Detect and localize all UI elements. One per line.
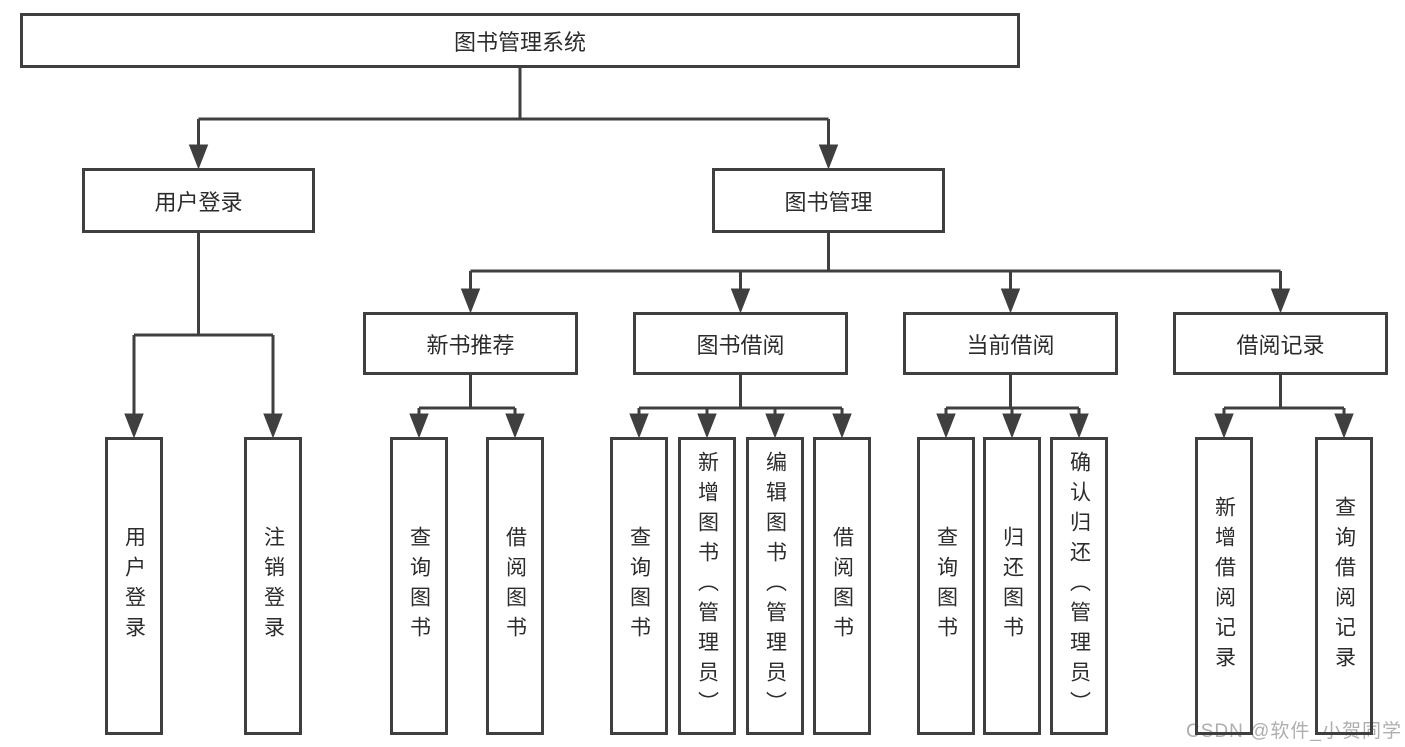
leaf-query-books-recommend: 查询图书 bbox=[390, 437, 448, 735]
leaf-label: 新增图书（管理员） bbox=[695, 451, 719, 721]
node-book-management: 图书管理 bbox=[712, 168, 945, 233]
leaf-label: 借阅图书 bbox=[503, 526, 527, 646]
leaf-label: 注销登录 bbox=[261, 526, 285, 646]
leaf-label: 编辑图书（管理员） bbox=[763, 451, 787, 721]
leaf-logout: 注销登录 bbox=[244, 437, 302, 735]
node-new-book-recommendation: 新书推荐 bbox=[363, 312, 578, 375]
leaf-query-books-borrow: 查询图书 bbox=[610, 437, 668, 735]
node-library-management-system: 图书管理系统 bbox=[20, 13, 1020, 68]
node-current-borrowing: 当前借阅 bbox=[903, 312, 1118, 375]
leaf-user-login: 用户登录 bbox=[105, 437, 163, 735]
leaf-edit-book-admin: 编辑图书（管理员） bbox=[746, 437, 804, 735]
node-user-login: 用户登录 bbox=[82, 168, 315, 233]
leaf-label: 查询借阅记录 bbox=[1332, 496, 1356, 676]
leaf-add-book-admin: 新增图书（管理员） bbox=[678, 437, 736, 735]
leaf-label: 借阅图书 bbox=[830, 526, 854, 646]
leaf-label: 用户登录 bbox=[122, 526, 146, 646]
leaf-label: 归还图书 bbox=[1000, 526, 1024, 646]
leaf-return-books: 归还图书 bbox=[983, 437, 1041, 735]
node-book-borrowing: 图书借阅 bbox=[633, 312, 848, 375]
node-borrowing-records: 借阅记录 bbox=[1173, 312, 1388, 375]
leaf-label: 查询图书 bbox=[407, 526, 431, 646]
leaf-label: 查询图书 bbox=[934, 526, 958, 646]
leaf-label: 新增借阅记录 bbox=[1212, 496, 1236, 676]
leaf-borrow-books: 借阅图书 bbox=[813, 437, 871, 735]
leaf-add-borrow-record: 新增借阅记录 bbox=[1195, 437, 1253, 735]
leaf-label: 确认归还（管理员） bbox=[1067, 451, 1091, 721]
leaf-label: 查询图书 bbox=[627, 526, 651, 646]
leaf-query-borrow-record: 查询借阅记录 bbox=[1315, 437, 1373, 735]
leaf-confirm-return-admin: 确认归还（管理员） bbox=[1050, 437, 1108, 735]
leaf-borrow-books-recommend: 借阅图书 bbox=[486, 437, 544, 735]
leaf-query-books-current: 查询图书 bbox=[917, 437, 975, 735]
